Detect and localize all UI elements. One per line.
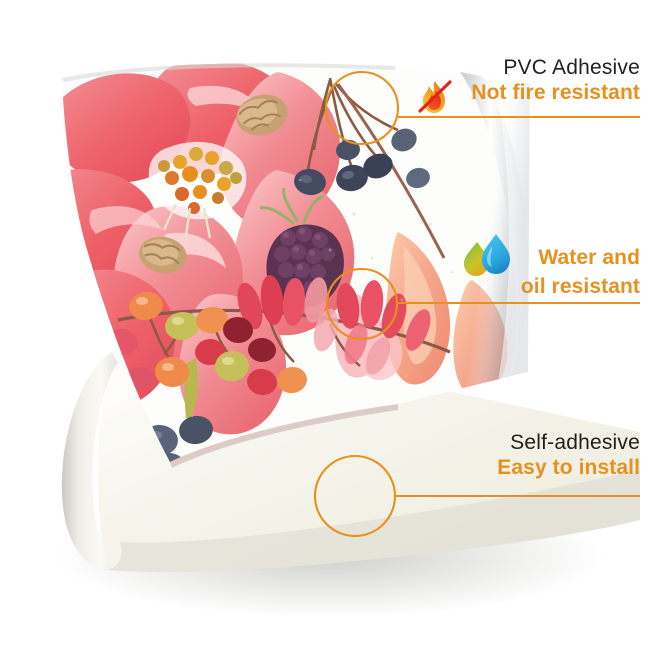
water-oil-drops-icon <box>464 234 510 276</box>
pine-cone-upper <box>236 94 288 136</box>
water-drop-highlight <box>487 246 492 267</box>
callout-water-subtitle-line1: Water and <box>538 246 640 269</box>
callout-adhesive: Self-adhesive Easy to install <box>330 431 640 480</box>
callout-fire-subtitle: Not fire resistant <box>471 81 640 105</box>
callout-water: Water and oil resistant <box>330 242 640 299</box>
flame-no-icon <box>418 80 452 113</box>
flower-stamens <box>158 147 242 239</box>
callout-adhesive-subtitle: Easy to install <box>497 456 640 480</box>
callout-water-subtitle-line2: oil resistant <box>520 274 640 298</box>
pine-cone-lower <box>139 236 187 274</box>
callout-adhesive-title: Self-adhesive <box>510 431 640 454</box>
callout-fire-title: PVC Adhesive <box>503 56 640 79</box>
oil-drop-icon <box>464 242 488 276</box>
round-berries <box>106 291 307 396</box>
no-slash-icon <box>418 80 452 113</box>
callout-fire: PVC Adhesive Not fire resistant <box>300 56 640 105</box>
